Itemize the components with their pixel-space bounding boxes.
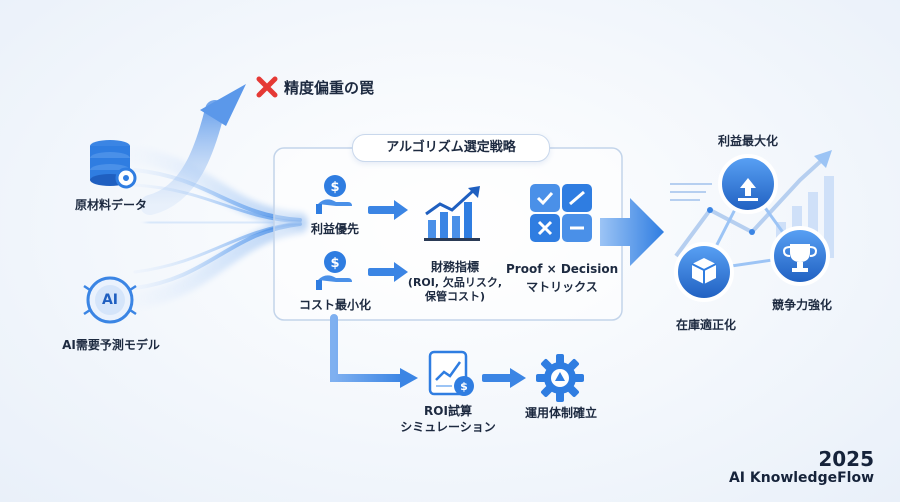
trap-label: 精度偏重の罠	[284, 78, 375, 97]
inventory-box-icon	[674, 242, 734, 302]
financial-metrics-detail-1: (ROI, 欠品リスク,	[407, 276, 503, 289]
coin-hand-icon-2: $	[316, 251, 352, 290]
ai-model-label: AI需要予測モデル	[62, 338, 160, 352]
inventory-label: 在庫適正化	[675, 318, 736, 332]
svg-text:$: $	[330, 180, 339, 195]
roi-sim-title: ROI試算	[424, 404, 472, 418]
bar-chart-icon	[424, 186, 480, 241]
matrix-title: Proof × Decision	[506, 262, 619, 276]
cost-min-label: コスト最小化	[298, 298, 371, 312]
data-stream	[127, 147, 308, 308]
network-node	[707, 207, 755, 235]
pipe-to-roi	[330, 314, 418, 388]
coin-hand-icon: $	[316, 175, 352, 214]
profit-max-label: 利益最大化	[717, 134, 778, 148]
big-arrow-to-outcomes	[600, 198, 664, 266]
footer-brand: AI KnowledgeFlow	[728, 470, 874, 486]
decision-matrix-icon	[530, 184, 592, 242]
roi-simulation-icon: $	[428, 350, 474, 396]
financial-metrics-detail-2: 保管コスト)	[424, 290, 486, 303]
svg-text:$: $	[330, 256, 339, 271]
trophy-icon	[770, 226, 830, 286]
ai-brain-icon	[83, 276, 137, 324]
gear-icon	[536, 354, 584, 402]
footer: 2025 AI KnowledgeFlow	[729, 448, 874, 486]
arrow-cost-to-metrics	[368, 262, 408, 282]
competitive-label: 競争力強化	[771, 298, 832, 312]
raw-data-label: 原材料データ	[74, 198, 147, 212]
svg-text:$: $	[460, 380, 468, 393]
ops-label: 運用体制確立	[524, 406, 597, 420]
strategy-title: アルゴリズム選定戦略	[352, 134, 550, 162]
profit-max-icon	[718, 154, 778, 214]
matrix-subtitle: マトリックス	[526, 280, 598, 294]
x-mark-icon	[256, 76, 278, 98]
footer-year: 2025	[818, 447, 874, 471]
arrow-roi-to-ops	[482, 368, 526, 388]
arrow-profit-to-metrics	[368, 200, 408, 220]
trap-warning: 精度偏重の罠	[256, 76, 374, 98]
database-icon	[90, 140, 137, 189]
profit-priority-label: 利益優先	[310, 222, 359, 236]
roi-sim-subtitle: シミュレーション	[400, 420, 496, 434]
ai-badge: AI	[101, 292, 119, 308]
financial-metrics-title: 財務指標	[430, 260, 479, 274]
